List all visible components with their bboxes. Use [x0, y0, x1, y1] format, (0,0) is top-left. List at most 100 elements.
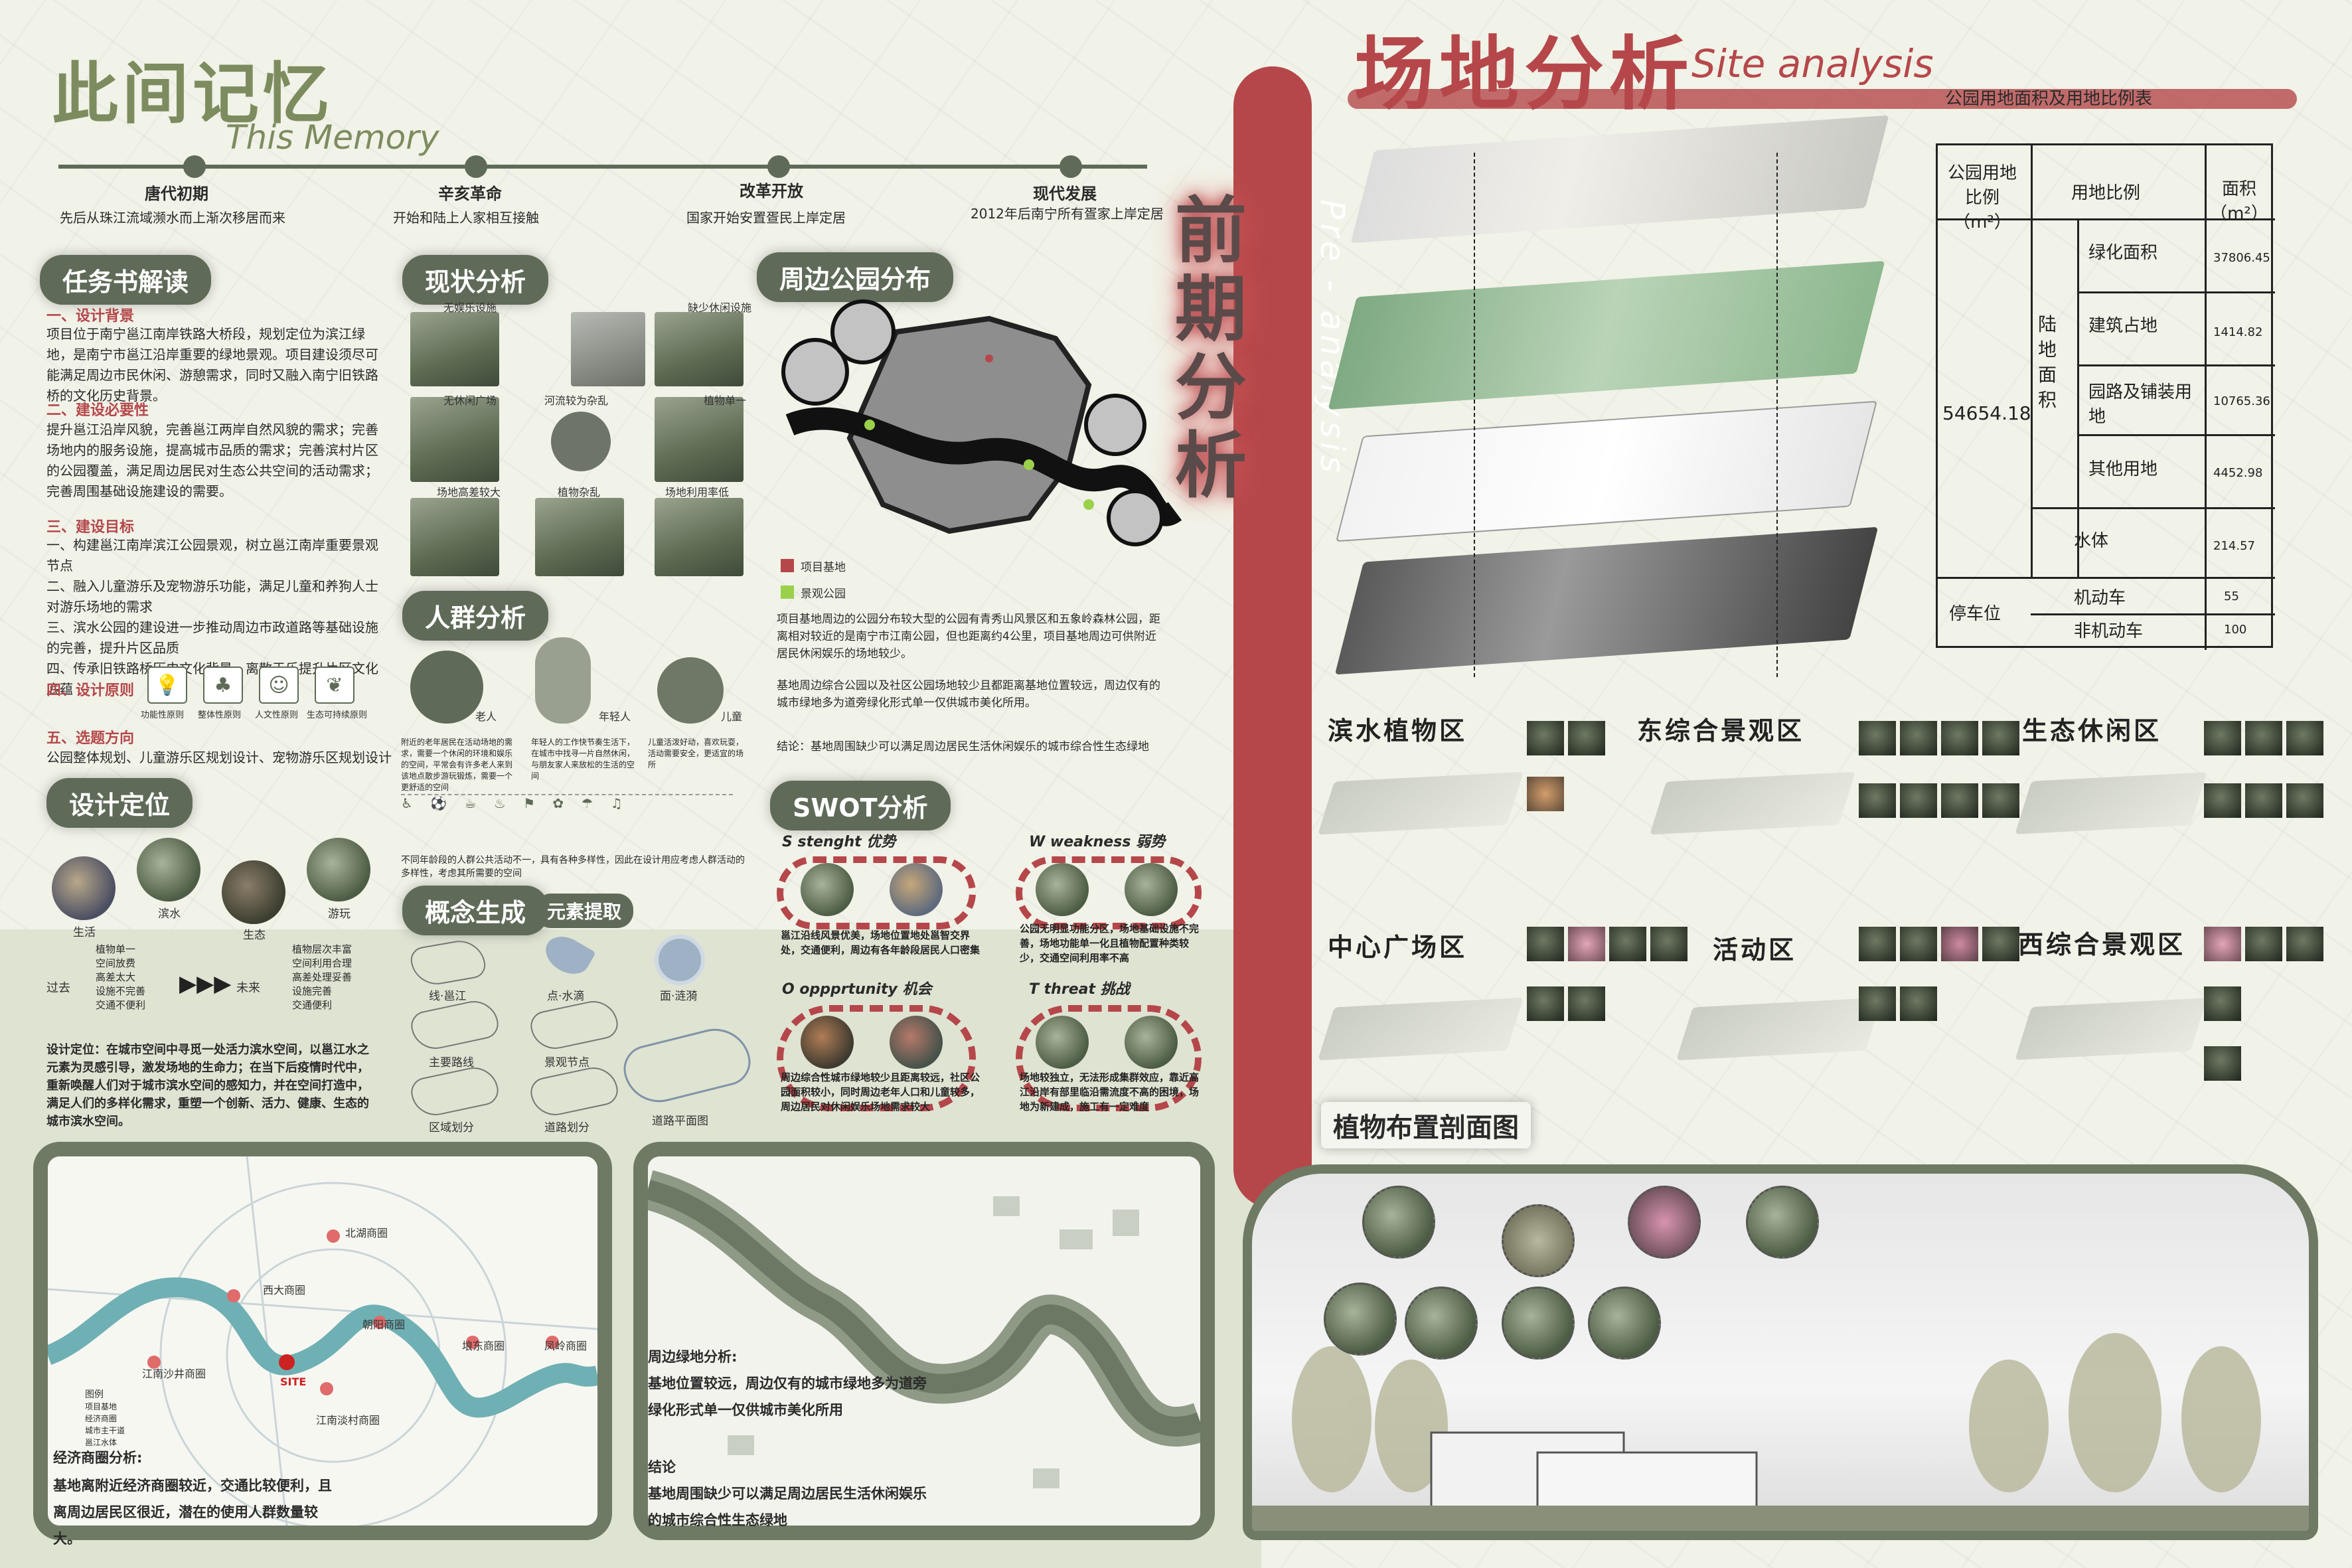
table-header: 面积（m²）: [2210, 179, 2268, 224]
legend-item: 邕江水体: [85, 1438, 118, 1447]
tree-icon: ♣: [203, 666, 243, 704]
plant-thumb: [1859, 927, 1896, 961]
legend-item: 项目基地: [85, 1402, 118, 1411]
status-label: 场地高差较大: [437, 486, 501, 499]
element-label: 景观节点: [544, 1056, 589, 1069]
element-label: 主要路线: [429, 1056, 474, 1069]
plant-thumb: [1859, 986, 1896, 1021]
positioning-label: 滨水: [158, 907, 181, 921]
swot-t-frame: [1016, 1005, 1202, 1111]
timeline-era: 辛亥革命: [438, 185, 502, 203]
future-item: 空间利用合理: [292, 957, 353, 969]
crowd-group-name: 儿童: [721, 710, 743, 723]
concept-past-list: 植物单一 空间放费 高差太大 设施不完善 交通不便利: [96, 943, 169, 1012]
plant-thumb: [1941, 927, 1978, 961]
plant-thumb: [1982, 783, 2019, 818]
swot-w-photo: [1125, 863, 1178, 916]
swot-o-frame: [777, 1005, 976, 1111]
parks-text: 基地周边综合公园以及社区公园场地较少且都距离基地位置较远，周边仅有的城市绿地多为…: [777, 679, 1160, 710]
plant-bubble: [1324, 1283, 1397, 1356]
plant-thumb: [1527, 927, 1564, 961]
status-label: 场地利用率低: [665, 486, 730, 499]
plant-bubble: [1362, 1186, 1435, 1259]
plant-thumb: [1568, 721, 1605, 755]
timeline-desc: 国家开始安置疍民上岸定居: [686, 210, 846, 226]
brief-s2-head: 二、建设必要性: [46, 402, 149, 419]
plant-thumb: [1900, 721, 1937, 755]
zone-plan: [1318, 997, 1524, 1061]
table-parking-name: 非机动车: [2074, 621, 2144, 641]
child-figure: [657, 657, 724, 724]
table-total: 54654.18: [1942, 402, 2031, 424]
swot-s-photo: [890, 863, 943, 916]
brief-s5-head: 五、选题方向: [46, 730, 135, 747]
memory-title: 此间记忆: [52, 55, 333, 133]
zone-title: 东综合景观区: [1637, 716, 1805, 745]
swot-w-photo: [1036, 863, 1089, 916]
district-label: 埌东商圈: [462, 1340, 505, 1352]
status-photo: [410, 498, 499, 576]
past-item: 设施不完善: [96, 985, 146, 997]
element-label: 点·水滴: [547, 990, 585, 1003]
legend-label: 项目基地: [801, 561, 846, 574]
table-row-area: 37806.45: [2213, 251, 2270, 265]
divider-title-cn: 前期分析: [1175, 190, 1247, 508]
plant-thumb: [2204, 927, 2241, 961]
people-icon: ☺: [259, 666, 299, 704]
plant-thumb: [2245, 721, 2282, 755]
plant-thumb: [2286, 927, 2323, 961]
brief-s1-text: 项目位于南宁邕江南岸铁路大桥段，规划定位为滨江绿地，是南宁市邕江沿岸重要的绿地景…: [46, 326, 378, 404]
timeline-line: [58, 165, 1147, 169]
status-label: 缺少休闲设施: [688, 301, 752, 314]
economic-caption-title: 经济商圈分析:: [53, 1450, 143, 1466]
element-label: 道路划分: [544, 1121, 589, 1135]
plant-thumb: [1527, 986, 1564, 1021]
divider-bar: [1233, 66, 1312, 1208]
plant-thumb: [2286, 783, 2323, 818]
green-caption-title: 周边绿地分析:: [648, 1349, 738, 1365]
concept-tag: 概念生成: [402, 886, 549, 935]
leaf-icon: ❦: [315, 666, 354, 704]
concept-position-text: 设计定位：在城市空间中寻觅一处活力滨水空间，以邕江水之元素为灵感引导，激发场地的…: [46, 1043, 369, 1129]
district-label: 江南淡村商圈: [316, 1414, 380, 1427]
district-label: 北湖商圈: [345, 1227, 388, 1239]
crowd-group-desc: 年轻人的工作快节奏生活下，在城市中找寻一片自然休闲，与朋友家人来放松的生活的空间: [531, 738, 635, 781]
parks-text: 项目基地周边的公园分布较大型的公园有青秀山风景区和五象岭森林公园，距离相对较近的…: [777, 613, 1160, 661]
brief-s5-text: 公园整体规划、儿童游乐区规划设计、宠物游乐区规划设计: [46, 749, 392, 765]
table-row-area: 4452.98: [2213, 466, 2263, 480]
plant-thumb: [1941, 783, 1978, 818]
table-parking-label: 停车位: [1949, 604, 2001, 624]
swot-t-photo: [1125, 1016, 1178, 1069]
swot-t-photo: [1036, 1016, 1089, 1069]
zone-title: 西综合景观区: [2018, 930, 2186, 959]
crowd-group-name: 年轻人: [599, 710, 631, 723]
table-land-label: 陆地面积: [2038, 313, 2057, 411]
swot-o-title: O oppprtunity 机会: [782, 981, 932, 998]
plant-thumb: [1609, 927, 1646, 961]
arrow-right-icon: ▶▶▶: [179, 971, 232, 997]
site-subtitle: Site analysis: [1691, 41, 1934, 86]
section-panel: [1243, 1164, 2318, 1540]
timeline-era: 唐代初期: [145, 185, 208, 203]
principle-label: 整体性原则: [198, 710, 242, 720]
plant-bubble: [1405, 1287, 1478, 1360]
zone-plan: [1650, 771, 1855, 835]
plant-bubble: [1588, 1287, 1661, 1360]
legend-item: 城市主干道: [85, 1426, 125, 1435]
zone-plan: [2015, 998, 2207, 1060]
swot-t-text: 场地较独立，无法形成集群效应，靠近高江沿岸有部里临沿需流度不高的困境，场地为新建…: [1020, 1071, 1200, 1113]
plant-bubble: [1502, 1204, 1575, 1277]
plant-thumb: [1941, 721, 1978, 755]
crowd-tag: 人群分析: [402, 591, 549, 641]
plant-thumb: [2204, 1046, 2241, 1081]
table-row-area: 214.57: [2213, 539, 2255, 553]
timeline-dot: [767, 155, 790, 178]
past-item: 交通不便利: [96, 999, 146, 1011]
bulb-icon: 💡: [147, 666, 187, 704]
timeline-desc: 先后从珠江流域濒水而上渐次移居而来: [60, 210, 285, 226]
element-label: 道路平面图: [652, 1115, 708, 1128]
plant-thumb: [1982, 721, 2019, 755]
swot-s-text: 邕江沿线风景优美，场地位置地处邕智交界处，交通便利，周边有各年龄段居民人口密集: [781, 929, 980, 956]
future-item: 植物层次丰富: [292, 943, 353, 955]
element-label: 线·邕江: [429, 990, 467, 1003]
